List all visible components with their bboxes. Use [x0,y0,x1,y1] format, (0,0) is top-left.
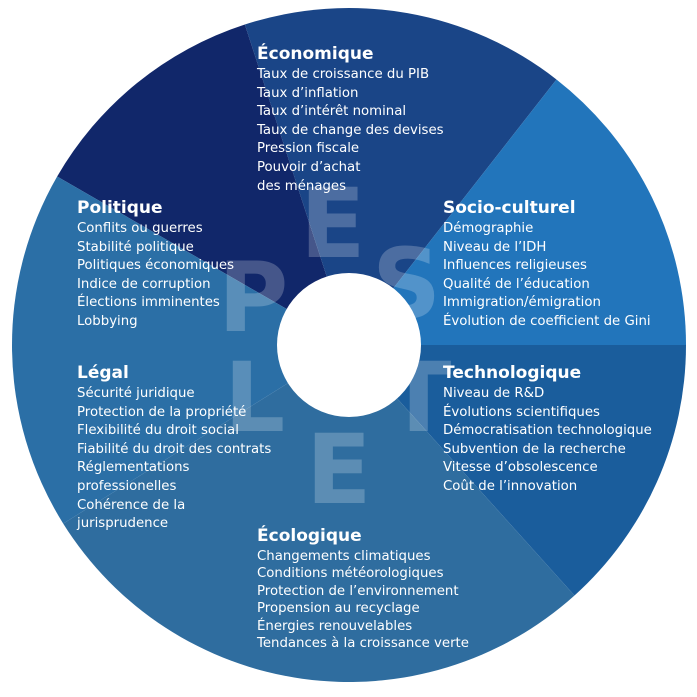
factor-item: Politiques économiques [77,258,234,274]
letter-t: T [386,342,452,454]
section-economique: Économique Taux de croissance du PIB Tau… [257,44,444,196]
factor-item: Niveau de l’IDH [443,239,547,255]
factor-item: Stabilité politique [77,239,194,255]
factor-item: Changements climatiques [257,549,431,564]
factor-item: Indice de corruption [77,276,211,292]
factor-item: Lobbying [77,313,138,329]
factor-item: Énergies renouvelables [257,618,413,634]
factor-item: Démocratisation technologique [443,423,652,439]
section-title-economique: Économique [257,44,374,64]
letter-e-ecologique: E [306,414,372,526]
letter-p: P [218,242,289,354]
factor-item: Flexibilité du droit social [77,423,239,439]
section-legal: Légal Sécurité juridique Protection de l… [77,363,271,534]
segment-socioculturel [349,79,686,345]
letter-l: L [224,342,286,454]
factor-item: Taux d’intérêt nominal [257,104,407,120]
segment-ecologique [63,345,575,682]
factor-item: des ménages [257,178,347,194]
factor-item: Réglementations [77,460,190,476]
factor-item: Immigration/émigration [443,295,601,311]
center-circle [277,273,421,417]
factor-item: Protection de l’environnement [257,583,459,599]
factor-item: Taux de change des devises [257,122,444,138]
section-ecologique: Écologique Changements climatiques Condi… [257,526,469,652]
factor-list-politique: Conflits ou guerres Stabilité politique … [77,220,234,332]
factor-list-ecologique: Changements climatiques Conditions météo… [257,548,469,652]
factor-item: Évolution de coefficient de Gini [443,313,651,329]
section-title-ecologique: Écologique [257,526,362,546]
factor-item: Sécurité juridique [77,386,195,401]
letter-e-economique: E [300,168,366,280]
factor-item: Pouvoir d’achat [257,159,361,175]
factor-item: Fiabilité du droit des contrats [77,441,272,457]
factor-item: Influences religieuses [443,258,587,274]
segment-politique [57,24,350,346]
factor-item: jurisprudence [77,516,169,532]
section-socioculturel: Socio-culturel Démographie Niveau de l’I… [443,198,651,332]
section-technologique: Technologique Niveau de R&D Évolutions s… [443,363,652,497]
factor-item: Démographie [443,221,534,236]
section-title-legal: Légal [77,363,129,383]
factor-item: Tendances à la croissance verte [257,636,469,652]
segment-economique [244,7,557,346]
factor-item: Niveau de R&D [443,386,545,401]
factor-item: Conditions météorologiques [257,566,444,582]
factor-item: Qualité de l’éducation [443,276,590,292]
factor-item: Cohérence de la [77,497,186,513]
factor-item: Élections imminentes [77,295,220,311]
factor-item: Vitesse d’obsolescence [443,460,598,476]
letter-s: S [372,228,442,340]
factor-item: Conflits ou guerres [77,221,203,236]
factor-list-legal: Sécurité juridique Protection de la prop… [77,385,271,534]
section-title-socioculturel: Socio-culturel [443,198,576,218]
factor-item: professionelles [77,478,177,494]
segment-legal [12,176,350,524]
factor-item: Subvention de la recherche [443,441,626,457]
factor-item: Pression fiscale [257,141,360,157]
factor-item: Coût de l’innovation [443,478,578,494]
section-politique: Politique Conflits ou guerres Stabilité … [77,198,234,332]
segment-technologique [349,345,686,596]
factor-item: Taux de croissance du PIB [257,67,430,82]
section-title-politique: Politique [77,198,163,218]
factor-list-technologique: Niveau de R&D Évolutions scientifiques D… [443,385,652,497]
factor-list-economique: Taux de croissance du PIB Taux d’inflati… [257,66,444,196]
factor-item: Protection de la propriété [77,404,247,420]
section-title-technologique: Technologique [443,363,582,383]
factor-list-socioculturel: Démographie Niveau de l’IDH Influences r… [443,220,651,332]
factor-item: Taux d’inflation [257,85,359,101]
factor-item: Propension au recyclage [257,601,420,617]
factor-item: Évolutions scientifiques [443,404,600,420]
